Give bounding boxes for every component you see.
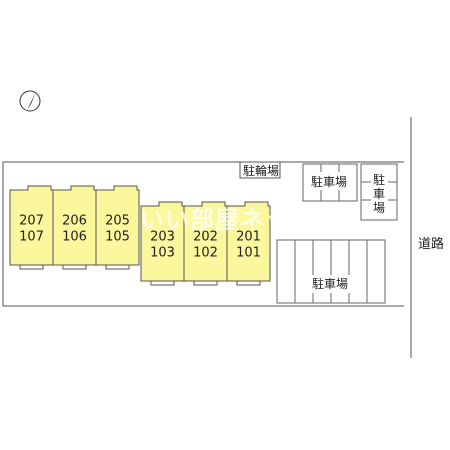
unit-upper-number: 202	[193, 230, 218, 245]
unit-upper-number: 203	[150, 230, 175, 245]
unit-upper-number: 207	[19, 214, 44, 229]
unit-lower-number: 103	[150, 246, 175, 261]
unit-balcony	[105, 264, 130, 270]
unit-lower-number: 101	[236, 246, 261, 261]
unit-upper-number: 206	[62, 214, 87, 229]
unit-balcony	[236, 280, 261, 286]
parking-small-label-2: 車	[373, 187, 385, 201]
unit-balcony	[193, 280, 218, 286]
unit-lower-number: 106	[62, 230, 87, 245]
unit-balcony	[150, 280, 175, 286]
north-arrow-icon	[19, 90, 41, 112]
parking-lot-bottom	[276, 239, 386, 304]
road-label: 道路	[418, 236, 444, 252]
parking-small-label-3: 場	[373, 201, 385, 215]
bicycle-parking-label: 駐輪場	[243, 163, 279, 178]
unit-lower-number: 107	[19, 230, 44, 245]
bicycle-parking-box	[239, 161, 281, 179]
unit-lower-number: 105	[105, 230, 130, 245]
parking-small-label-1: 駐	[373, 172, 385, 187]
unit-upper-number: 201	[236, 230, 261, 245]
watermark: いい部屋ネット	[140, 206, 315, 234]
unit-balcony	[19, 264, 44, 270]
unit-upper-number: 205	[105, 214, 130, 229]
site-boundary	[2, 161, 404, 307]
parking-bottom-label: 駐車場	[312, 276, 348, 291]
unit-balcony	[62, 264, 87, 270]
parking-top-label: 駐車場	[311, 174, 347, 189]
unit-lower-number: 102	[193, 246, 218, 261]
